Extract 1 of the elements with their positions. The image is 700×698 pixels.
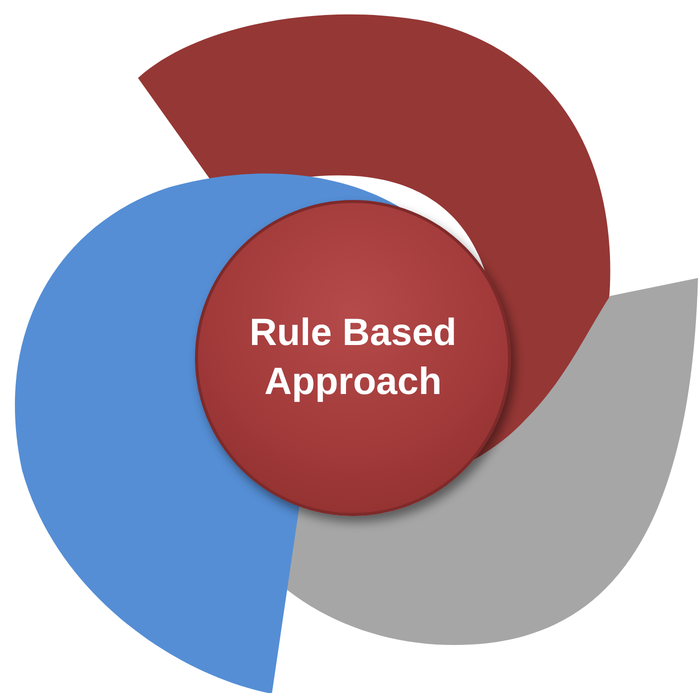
circle-label: Rule Based Approach xyxy=(248,310,458,405)
